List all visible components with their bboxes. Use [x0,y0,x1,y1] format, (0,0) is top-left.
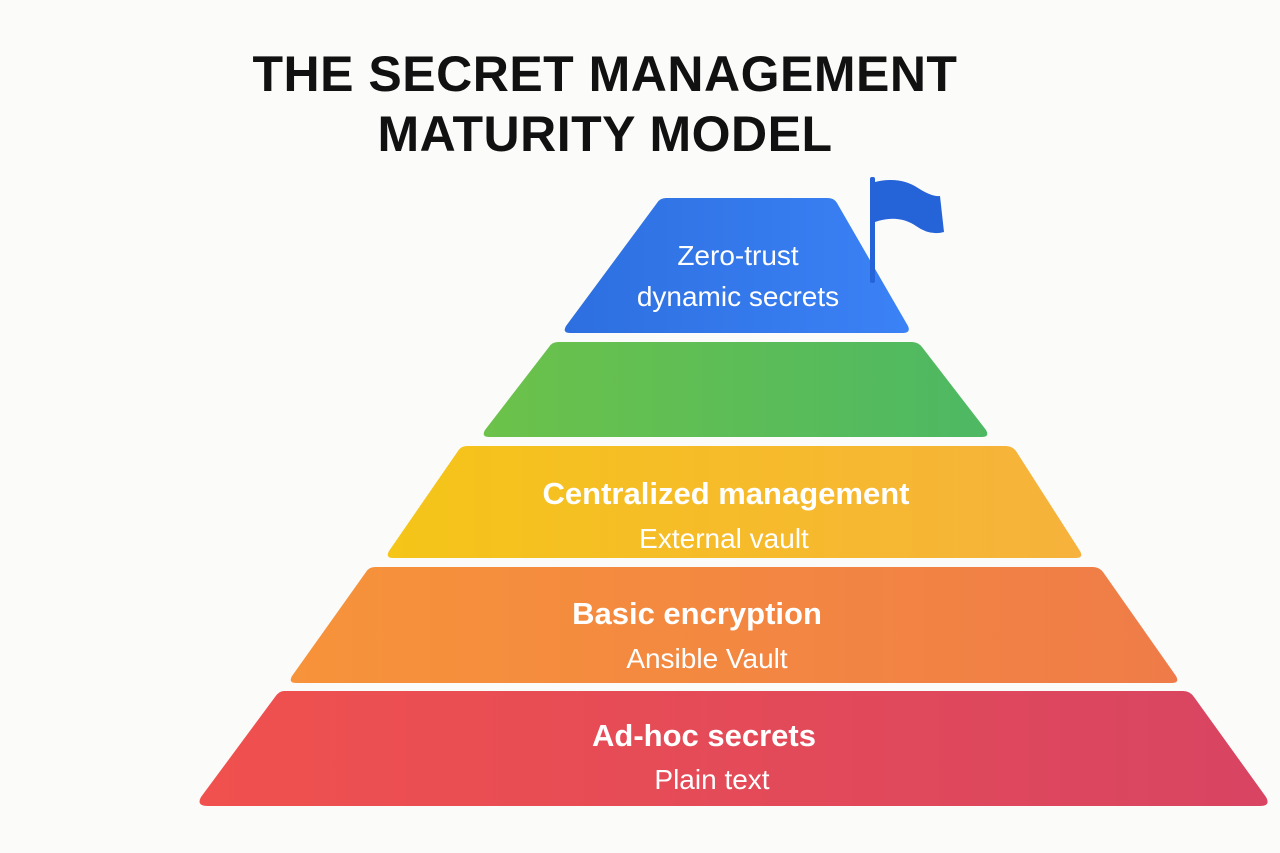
level-zero-trust: Zero-trust dynamic secrets [564,198,909,333]
flag-pole [870,177,875,283]
page-title: THE SECRET MANAGEMENT MATURITY MODEL [200,44,1010,164]
level-centralized-shape [387,446,1082,558]
level-basic-encryption-shape [290,567,1178,683]
level-zero-trust-title: Zero-trust [677,240,799,271]
title-line-1: THE SECRET MANAGEMENT [252,46,958,102]
level-ad-hoc: Ad-hoc secrets Plain text [199,691,1268,806]
level-zero-trust-subtitle: dynamic secrets [637,281,839,312]
level-zero-trust-shape [564,198,909,333]
level-green-shape [483,342,988,437]
level-centralized: Centralized management External vault [387,446,1082,558]
level-basic-encryption-subtitle: Ansible Vault [626,643,788,674]
level-ad-hoc-title: Ad-hoc secrets [592,718,816,753]
level-ad-hoc-shape [199,691,1268,806]
level-centralized-title: Centralized management [543,476,910,511]
level-centralized-subtitle: External vault [639,523,809,554]
flag-icon [870,177,944,283]
title-line-2: MATURITY MODEL [377,106,833,162]
level-basic-encryption-title: Basic encryption [572,596,822,631]
flag-cloth [875,180,944,234]
level-green [483,342,988,437]
level-ad-hoc-subtitle: Plain text [654,764,769,795]
level-basic-encryption: Basic encryption Ansible Vault [290,567,1178,683]
